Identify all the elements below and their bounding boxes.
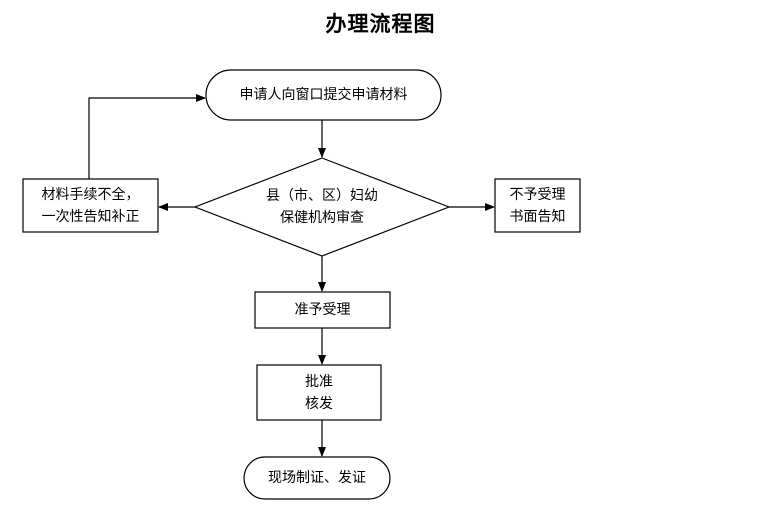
- accept-label: 准予受理: [294, 302, 351, 318]
- approve-label: 批准 核发: [305, 373, 333, 412]
- incomplete-box: [22, 178, 159, 233]
- arrow-incomplete-loop-to-start: [88, 94, 206, 179]
- reject-label: 不予受理 书面告知: [509, 186, 566, 225]
- review-label: 县（市、区）妇幼 保健机构审查: [266, 188, 378, 226]
- start-terminator: [205, 69, 442, 121]
- reject-box: [494, 178, 581, 233]
- approve-box: [256, 364, 382, 421]
- diagram-title: 办理流程图: [325, 11, 436, 36]
- incomplete-label: 材料手续不全， 一次性告知补正: [41, 186, 140, 225]
- start-label: 申请人向窗口提交申请材料: [239, 87, 408, 103]
- end-label: 现场制证、发证: [268, 470, 366, 486]
- end-terminator: [243, 456, 391, 500]
